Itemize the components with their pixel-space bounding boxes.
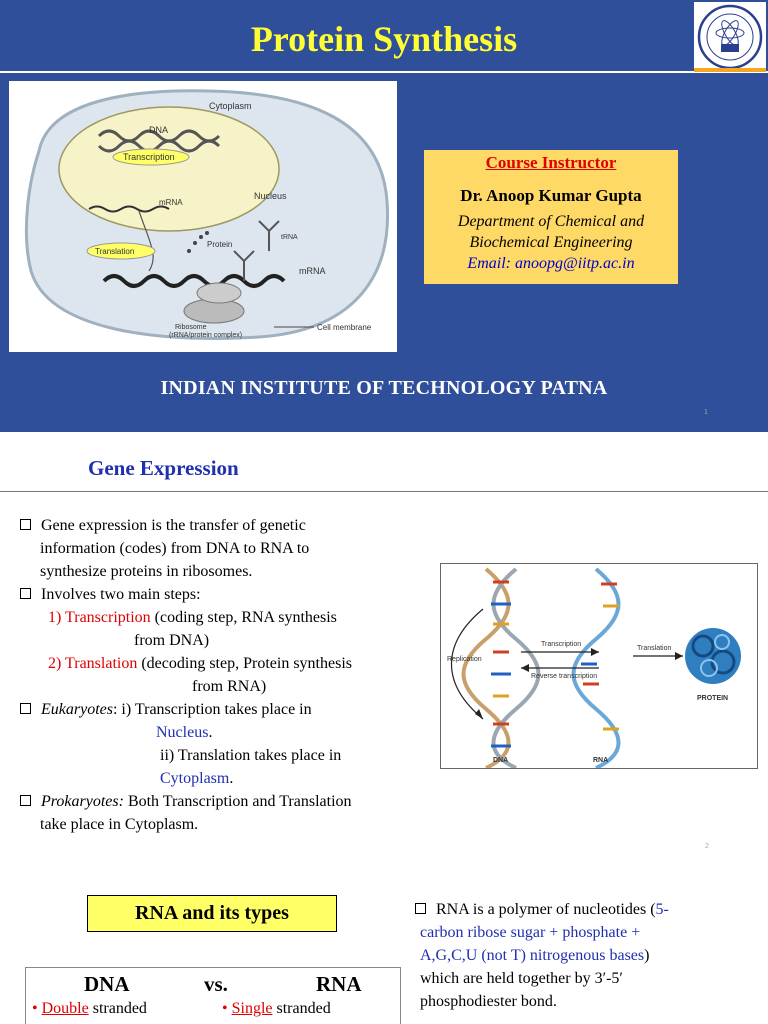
text-line: which are held together by 3′-5′ (420, 970, 623, 987)
institute-logo (694, 2, 766, 72)
instructor-heading: Course Instructor (485, 153, 617, 172)
title-divider (0, 491, 768, 492)
rna-strand-row: • Single stranded (222, 1000, 331, 1018)
text-period: . (208, 724, 213, 741)
label-protein: Protein (207, 240, 232, 249)
bullet-dot: • (32, 1000, 38, 1017)
label-cell-membrane: Cell membrane (317, 323, 372, 332)
rna-description: RNA is a polymer of nucleotides (5- carb… (415, 898, 755, 1013)
dna-strand-row: • Double stranded (32, 1000, 147, 1018)
text-line: : i) Transcription takes place in (112, 701, 312, 718)
header-vs: vs. (204, 972, 228, 996)
fig-label-protein: PROTEIN (697, 695, 728, 702)
text-line: Both Transcription and Translation (123, 793, 352, 810)
label-mrna-outer: mRNA (299, 266, 326, 276)
fig-label-replication: Replication (447, 656, 482, 663)
step-translation: 2) Translation (48, 655, 138, 672)
dna-vs-rna-table: DNA vs. RNA • Double stranded • Single s… (25, 967, 401, 1024)
text-line: phosphodiester bond. (420, 993, 557, 1010)
bullet-dot: • (222, 1000, 228, 1017)
text-line: Involves two main steps: (41, 586, 201, 603)
rna-single: Single (231, 1000, 273, 1017)
gene-expression-text: Gene expression is the transfer of genet… (20, 514, 440, 836)
text-highlight: A,G,C,U (not T) nitrogenous bases (420, 947, 645, 964)
checkbox-bullet-icon (415, 903, 426, 914)
text-line: information (codes) from DNA to RNA to (40, 540, 310, 557)
text-line: ii) Translation takes place in (160, 747, 342, 764)
label-ribosome: Ribosome (175, 324, 207, 331)
text-stranded: stranded (88, 1000, 147, 1017)
text-line: synthesize proteins in ribosomes. (40, 563, 253, 580)
label-cytoplasm: Cytoplasm (209, 101, 252, 111)
page-number: 2 (705, 843, 709, 850)
label-dna: DNA (149, 125, 168, 135)
page-number: 1 (704, 409, 708, 416)
fig-label-rna: RNA (593, 757, 608, 764)
slide1-title: Protein Synthesis (250, 19, 518, 59)
text-line: (coding step, RNA synthesis (150, 609, 337, 626)
instructor-department-line2: Biochemical Engineering (469, 234, 633, 251)
text-line: take place in Cytoplasm. (40, 816, 199, 833)
central-dogma-figure: Replication Transcription Reverse transc… (440, 563, 758, 769)
text-line: ) (644, 947, 650, 964)
institute-name: INDIAN INSTITUTE OF TECHNOLOGY PATNA (160, 377, 608, 399)
location-cytoplasm: Cytoplasm (160, 770, 230, 787)
slide-protein-synthesis: Protein Synthesis C (0, 0, 768, 432)
dna-double: Double (41, 1000, 89, 1017)
label-translation: Translation (95, 247, 134, 256)
rna-types-label: RNA and its types (87, 895, 337, 932)
label-transcription: Transcription (123, 152, 175, 162)
text-period: . (229, 770, 234, 787)
fig-label-translation: Translation (637, 645, 671, 652)
eukaryotes-label: Eukaryotes (41, 701, 113, 718)
text-line: Gene expression is the transfer of genet… (41, 517, 306, 534)
checkbox-bullet-icon (20, 588, 31, 599)
checkbox-bullet-icon (20, 703, 31, 714)
step-transcription: 1) Transcription (48, 609, 151, 626)
label-mrna-inner: mRNA (159, 198, 183, 207)
instructor-department-line1: Department of Chemical and (457, 213, 645, 230)
fig-label-reverse-transcription: Reverse transcription (531, 673, 597, 680)
fig-label-transcription: Transcription (541, 641, 581, 648)
text-line: from DNA) (134, 632, 210, 649)
location-nucleus: Nucleus (156, 724, 209, 741)
protein-synthesis-diagram: Cytoplasm DNA Transcription Nucleus mRNA… (9, 81, 397, 352)
label-trna: tRNA (281, 234, 298, 241)
checkbox-bullet-icon (20, 795, 31, 806)
header-rna: RNA (316, 972, 362, 996)
instructor-email[interactable]: Email: anoopg@iitp.ac.in (467, 255, 635, 272)
instructor-name: Dr. Anoop Kumar Gupta (460, 186, 642, 205)
slide-gene-expression: Gene Expression Gene expression is the t… (0, 432, 768, 864)
text-highlight: 5- (655, 901, 669, 918)
prokaryotes-label: Prokaryotes: (41, 793, 124, 810)
text-line: (decoding step, Protein synthesis (137, 655, 352, 672)
label-nucleus: Nucleus (254, 191, 287, 201)
text-line: RNA is a polymer of nucleotides ( (436, 901, 656, 918)
slide-rna-types: RNA and its types DNA vs. RNA • Double s… (0, 864, 768, 1024)
text-stranded: stranded (272, 1000, 331, 1017)
checkbox-bullet-icon (20, 519, 31, 530)
title-divider (0, 71, 768, 73)
course-instructor-box: Course Instructor Dr. Anoop Kumar Gupta … (424, 150, 678, 284)
fig-label-dna: DNA (493, 757, 508, 764)
text-line: from RNA) (192, 678, 267, 695)
text-highlight: carbon ribose sugar + phosphate + (420, 924, 641, 941)
slide2-title: Gene Expression (88, 456, 239, 480)
header-dna: DNA (84, 972, 130, 996)
label-ribosome-sub: (rRNA/protein complex) (169, 332, 242, 339)
